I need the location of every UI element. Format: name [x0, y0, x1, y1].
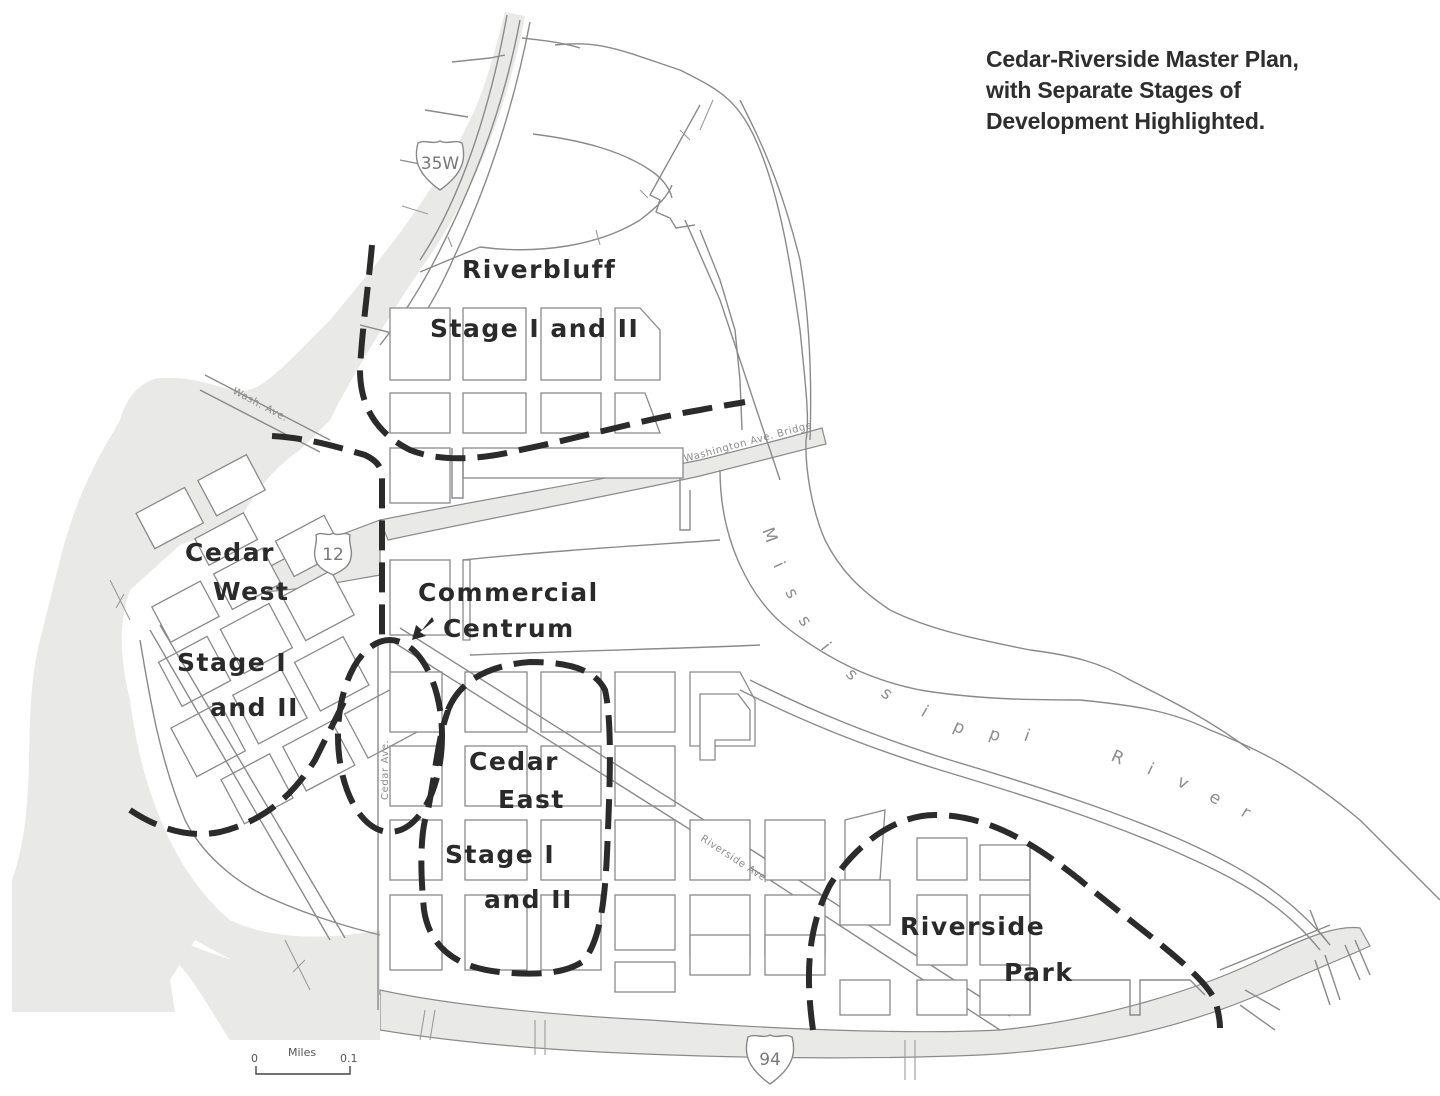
- svg-text:s: s: [781, 585, 803, 602]
- commercial-centrum-arrow-icon: [412, 617, 434, 640]
- svg-text:r: r: [1237, 802, 1254, 823]
- map-title-line-2: with Separate Stages of: [986, 77, 1241, 103]
- zone-labels: Riverbluff Stage I and II Cedar West Sta…: [177, 255, 1073, 987]
- svg-text:0: 0: [251, 1052, 258, 1065]
- zone-label-cedar-east-2: East: [498, 785, 565, 814]
- zone-label-riverbluff-stage: Stage I and II: [430, 314, 639, 343]
- mississippi-river-banks: [554, 43, 1440, 901]
- highway-shield-94: 94: [745, 1034, 795, 1085]
- svg-text:0.1: 0.1: [340, 1052, 358, 1065]
- svg-text:Miles: Miles: [288, 1046, 316, 1059]
- svg-text:i: i: [768, 559, 788, 572]
- zone-label-cedar-east-stage: Stage I: [445, 840, 555, 869]
- riverside-park-boundary: [805, 811, 1223, 1031]
- svg-text:v: v: [1174, 772, 1192, 794]
- svg-text:s: s: [794, 612, 816, 630]
- us-route-shield-icon: [313, 532, 353, 576]
- svg-text:12: 12: [322, 545, 344, 565]
- map-title-line-3: Development Highlighted.: [986, 108, 1265, 134]
- map-title: Cedar-Riverside Master Plan, with Separa…: [986, 44, 1406, 137]
- interstate-shield-icon: [415, 140, 465, 191]
- zone-label-commercial-centrum-2: Centrum: [443, 614, 575, 643]
- river-label: M i s s i s s i p p i R i v e r: [757, 525, 1254, 823]
- svg-text:e: e: [1206, 787, 1225, 810]
- svg-text:s: s: [877, 683, 896, 704]
- svg-text:i: i: [816, 639, 835, 655]
- stage-boundaries: [128, 244, 1223, 1031]
- riverbluff-boundary: [356, 244, 746, 462]
- svg-text:M: M: [757, 525, 781, 546]
- svg-text:35W: 35W: [421, 154, 460, 174]
- map-title-line-1: Cedar-Riverside Master Plan,: [986, 46, 1299, 72]
- svg-text:i: i: [918, 702, 932, 722]
- street-label-cedar-ave: Cedar Ave.: [380, 740, 391, 800]
- svg-text:i: i: [1021, 726, 1032, 746]
- zone-label-cedar-east-stage-2: and II: [484, 885, 573, 914]
- zone-label-riverside-park-2: Park: [1004, 958, 1073, 987]
- highway-shield-35w: 35W: [415, 140, 465, 191]
- svg-text:R: R: [1108, 746, 1127, 769]
- zone-label-cedar-east: Cedar: [469, 747, 559, 776]
- commercial-centrum-boundary: [335, 637, 445, 835]
- svg-text:94: 94: [759, 1050, 781, 1070]
- cedar-west-boundary-top: [271, 433, 385, 640]
- svg-text:p: p: [986, 724, 1003, 746]
- zone-label-cedar-west-stage: Stage I: [177, 648, 287, 677]
- svg-text:s: s: [841, 664, 862, 685]
- cedar-west-boundary-bottom: [128, 698, 348, 837]
- street-blocks: [109, 99, 1371, 1080]
- interstate-shield-icon: [745, 1034, 795, 1085]
- zone-label-riverbluff: Riverbluff: [462, 255, 616, 284]
- scale-bar: 0 Miles 0.1: [251, 1046, 358, 1075]
- zone-label-commercial-centrum: Commercial: [418, 578, 599, 607]
- cedar-east-boundary: [418, 658, 613, 977]
- zone-label-cedar-west: Cedar: [185, 538, 275, 567]
- zone-label-cedar-west-2: West: [213, 577, 289, 606]
- svg-text:p: p: [950, 716, 968, 739]
- svg-text:i: i: [1144, 760, 1157, 780]
- highway-shield-us12: 12: [313, 532, 353, 576]
- zone-label-cedar-west-stage-2: and II: [210, 693, 299, 722]
- zone-label-riverside-park: Riverside: [900, 912, 1045, 941]
